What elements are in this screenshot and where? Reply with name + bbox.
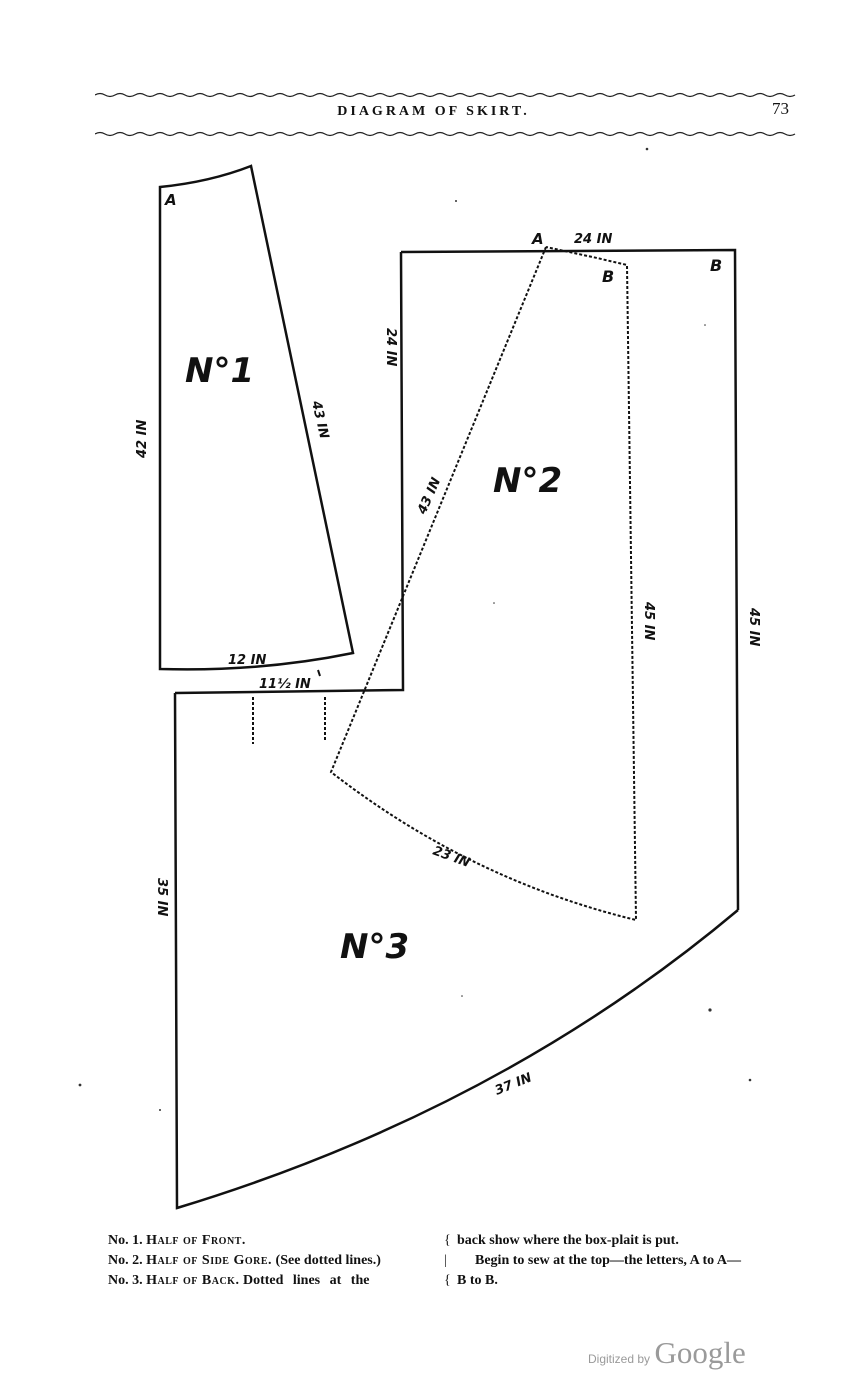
caption-line-1-number: No. 1. — [108, 1233, 143, 1248]
piece-no1-outline — [158, 164, 355, 671]
page-header-title: DIAGRAM OF SKIRT. — [337, 104, 530, 119]
watermark-prefix: Digitized by — [588, 1352, 651, 1366]
caption-left-column: No. 1. Half of Front. No. 2. Half of Sid… — [108, 1231, 448, 1291]
caption-line-1: No. 1. Half of Front. — [108, 1231, 448, 1251]
digitized-watermark: Digitized by Google — [588, 1335, 746, 1371]
piece-no2-letter-b-inner: B — [602, 267, 614, 286]
piece-no1-label: N°1 — [185, 351, 254, 391]
piece-no2-diagonal-measure: 43 IN — [415, 475, 445, 517]
piece-no2-letter-a: A — [531, 230, 544, 248]
caption-line-2: No. 2. Half of Side Gore. (See dotted li… — [108, 1251, 448, 1271]
piece-no3-side-left-measure: 35 IN — [154, 878, 169, 916]
piece-no1-side-left-measure: 42 IN — [135, 420, 150, 459]
caption-line-3-rest: Dotted lines at the — [242, 1273, 370, 1288]
caption-line-3-title: Half of Back. — [146, 1273, 240, 1288]
piece-no2-top-measure: 24 IN — [574, 232, 612, 247]
paper-specks — [78, 147, 752, 1111]
piece-no1-side-right-measure: 43 IN — [308, 399, 331, 441]
caption-line-2-rest: (See dotted lines.) — [275, 1253, 381, 1268]
piece-no1-bottom-measure: 12 IN — [228, 653, 266, 668]
caption-line-3-number: No. 3. — [108, 1273, 143, 1288]
piece-no1-letter-a: A — [164, 191, 177, 209]
piece-no2-letter-b-outer: B — [710, 256, 722, 275]
caption-right-line-1: back show where the box-plait is put. — [457, 1233, 679, 1248]
piece-no3-label: N°3 — [340, 927, 409, 967]
piece-no3-top-measure: 11½ IN — [259, 677, 311, 692]
header-rule-top — [95, 92, 796, 98]
piece-no2-dotted-bottom-measure: 23 IN — [431, 844, 472, 871]
caption-line-2-title: Half of Side Gore. — [146, 1253, 273, 1268]
caption-brace: {|{ — [444, 1233, 451, 1288]
tick-mark — [317, 669, 321, 677]
piece-no3-outline — [173, 692, 739, 1210]
header-rule-bottom — [95, 131, 796, 137]
piece-no2-outline — [174, 248, 740, 911]
page-number: 73 — [772, 99, 789, 118]
caption-line-1-title: Half of Front. — [146, 1233, 246, 1248]
piece-no2-dotted-side-measure: 45 IN — [641, 601, 656, 640]
piece-no2-side-left-measure: 24 IN — [383, 328, 398, 366]
caption-right-line-3: B to B. — [457, 1273, 498, 1288]
caption-right-column: back show where the box-plait is put. Be… — [457, 1231, 817, 1291]
caption-line-2-number: No. 2. — [108, 1253, 143, 1268]
watermark-brand: Google — [654, 1335, 746, 1370]
piece-no2-label: N°2 — [493, 461, 562, 501]
caption-line-3: No. 3. Half of Back. Dotted lines at the — [108, 1271, 448, 1291]
piece-no2-outer-side-measure: 45 IN — [746, 607, 761, 646]
caption-right-line-2: Begin to sew at the top—the letters, A t… — [475, 1253, 741, 1268]
side-gore-dotted-outline — [329, 246, 638, 922]
